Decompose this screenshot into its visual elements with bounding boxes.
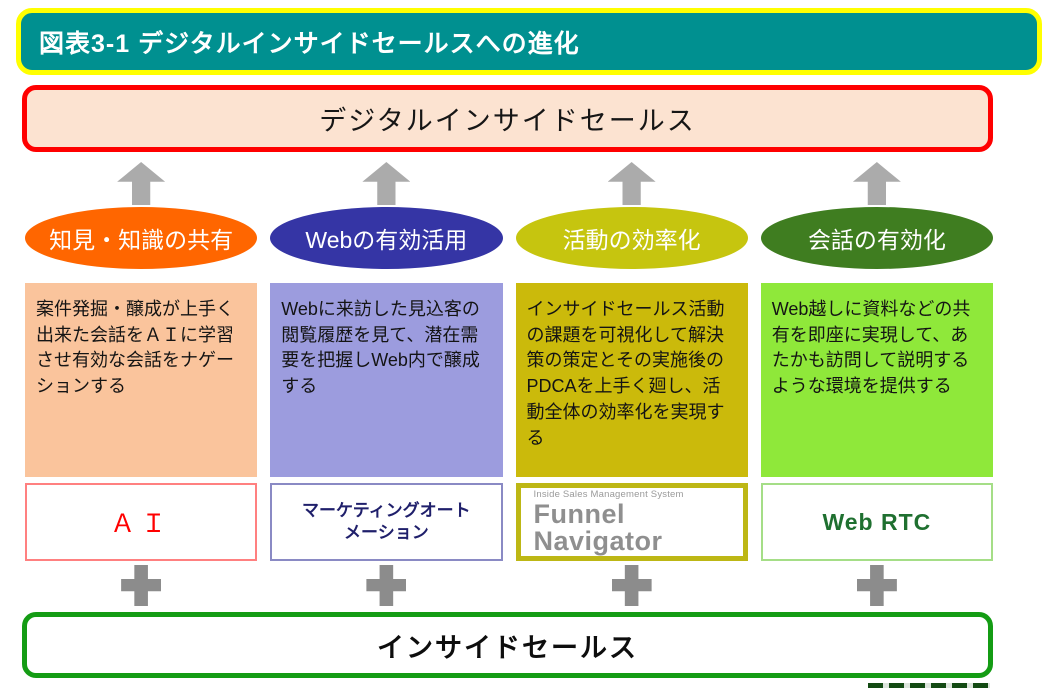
product-box-web-rtc: Web RTC [760, 483, 993, 561]
ellipse-cell: 会話の有効化 [760, 207, 993, 269]
description-row: 案件発掘・醸成が上手く出来た会話をＡＩに学習させ有効な会話をナゲーションする W… [25, 283, 993, 477]
arrow-cell [761, 162, 993, 205]
product-label-ai: ＡＩ [110, 510, 173, 538]
ellipse-cell: Webの有効活用 [270, 207, 503, 269]
description-box-web-rtc: Web越しに資料などの共有を即座に実現して、あたかも訪問して説明するような環境を… [760, 283, 993, 477]
plus-cell [761, 565, 993, 606]
inside-sales-label: インサイドセールス [377, 632, 638, 663]
theme-ellipse-conversation-effectiveness: 会話の有効化 [760, 207, 993, 269]
up-arrows-row [25, 162, 993, 205]
funnel-navigator-logo-text: Funnel Navigator [533, 499, 663, 556]
plus-cell [516, 565, 748, 606]
up-arrow-icon [607, 162, 656, 205]
description-box-marketing-automation: Webに来訪した見込客の閲覧履歴を見て、潜在需要を把握しWeb内で醸成する [270, 283, 503, 477]
arrow-cell [270, 162, 502, 205]
plus-row [25, 565, 993, 606]
figure-title: 図表3-1 デジタルインサイドセールスへの進化 [39, 29, 580, 58]
inside-sales-box: インサイドセールス [22, 612, 993, 678]
theme-ellipse-activity-efficiency: 活動の効率化 [515, 207, 748, 269]
ellipse-cell: 活動の効率化 [515, 207, 748, 269]
arrow-cell [25, 162, 257, 205]
figure-header-banner: 図表3-1 デジタルインサイドセールスへの進化 [16, 8, 1042, 75]
theme-ellipse-knowledge-sharing: 知見・知識の共有 [25, 207, 258, 269]
plus-icon [611, 565, 652, 606]
product-box-marketing-automation: マーケティングオートメーション [270, 483, 503, 561]
theme-ellipses-row: 知見・知識の共有 Webの有効活用 活動の効率化 会話の有効化 [25, 207, 993, 269]
up-arrow-icon [852, 162, 901, 205]
cropped-text-artifact [868, 683, 990, 688]
plus-icon [856, 565, 897, 606]
product-label-web-rtc: Web RTC [822, 508, 932, 535]
digital-inside-sales-box: デジタルインサイドセールス [22, 85, 993, 152]
plus-cell [270, 565, 502, 606]
description-box-funnel-navigator: インサイドセールス活動の課題を可視化して解決策の策定とその実施後のPDCAを上手… [515, 283, 748, 477]
funnel-navigator-tagline: Inside Sales Management System [533, 489, 684, 500]
description-box-ai: 案件発掘・醸成が上手く出来た会話をＡＩに学習させ有効な会話をナゲーションする [25, 283, 258, 477]
theme-ellipse-web-utilization: Webの有効活用 [270, 207, 503, 269]
plus-icon [366, 565, 407, 606]
plus-icon [121, 565, 162, 606]
digital-inside-sales-label: デジタルインサイドセールス [319, 106, 696, 136]
product-box-funnel-navigator: Inside Sales Management System Funnel Na… [515, 483, 748, 561]
ellipse-cell: 知見・知識の共有 [25, 207, 258, 269]
product-label-marketing-automation: マーケティングオートメーション [302, 500, 471, 542]
up-arrow-icon [362, 162, 411, 205]
plus-cell [25, 565, 257, 606]
product-row: ＡＩ マーケティングオートメーション Inside Sales Manageme… [25, 483, 993, 561]
arrow-cell [516, 162, 748, 205]
product-box-ai: ＡＩ [25, 483, 258, 561]
up-arrow-icon [117, 162, 166, 205]
